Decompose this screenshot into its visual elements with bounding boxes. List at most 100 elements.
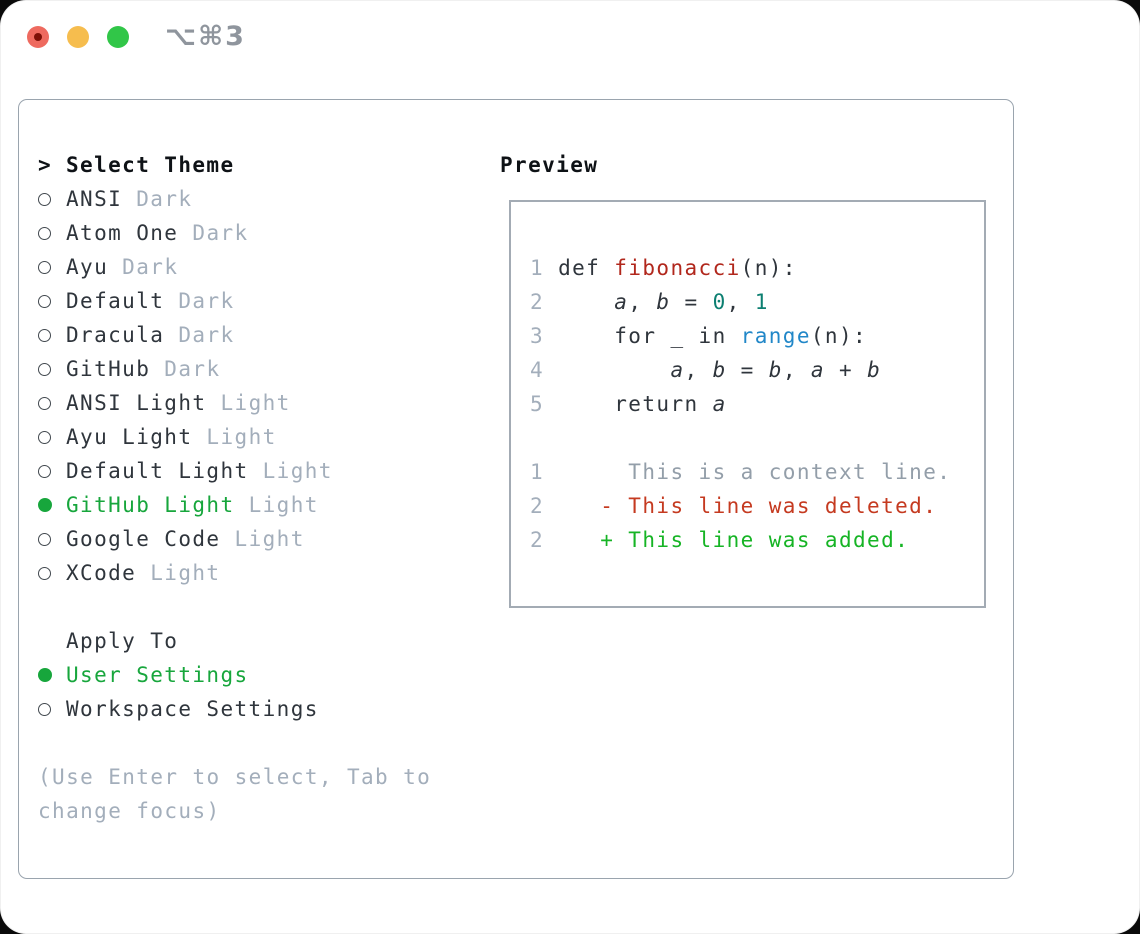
code-token: def (558, 256, 615, 280)
radio-icon (38, 702, 51, 716)
theme-option-ayu-light[interactable]: Ayu Light Light (38, 420, 498, 454)
line-number: 2 (530, 290, 559, 314)
code-line (530, 421, 984, 455)
zoom-button[interactable] (107, 26, 129, 48)
radio-icon (38, 294, 51, 308)
code-token: , (726, 290, 755, 314)
code-token: - This line was deleted. (558, 494, 938, 518)
preview-title: Preview (500, 153, 599, 177)
line-number: 1 (530, 460, 559, 484)
code-token: b (656, 290, 671, 314)
radio-icon (38, 226, 51, 240)
line-number: 2 (530, 528, 559, 552)
radio-icon (38, 328, 51, 342)
line-number: 4 (530, 358, 559, 382)
code-token: , (684, 358, 713, 382)
close-button[interactable] (27, 26, 49, 48)
code-token: 0 (712, 290, 727, 314)
theme-option-label: XCode Light (66, 561, 221, 585)
theme-option-ansi-light[interactable]: ANSI Light Light (38, 386, 498, 420)
theme-option-google-code[interactable]: Google Code Light (38, 522, 498, 556)
code-line: 1 def fibonacci(n): (530, 251, 984, 285)
cursor-caret-icon: > (38, 153, 53, 177)
theme-option-atom-one[interactable]: Atom One Dark (38, 216, 498, 250)
code-token: return (558, 392, 713, 416)
theme-option-default-light[interactable]: Default Light Light (38, 454, 498, 488)
code-token: a (614, 290, 629, 314)
radio-selected-icon (38, 668, 52, 682)
theme-option-label: Ayu Dark (66, 255, 179, 279)
apply-option-workspace-settings[interactable]: Workspace Settings (38, 692, 498, 726)
code-token: b (712, 358, 727, 382)
theme-option-label: Google Code Light (66, 527, 305, 551)
radio-icon (38, 566, 51, 580)
theme-option-label: GitHub Dark (66, 357, 221, 381)
code-line: 3 for _ in range(n): (530, 319, 984, 353)
theme-option-default[interactable]: Default Dark (38, 284, 498, 318)
window-title: ⌥⌘3 (165, 21, 246, 52)
apply-option-label: Workspace Settings (66, 697, 319, 721)
theme-option-ayu[interactable]: Ayu Dark (38, 250, 498, 284)
code-token: range (740, 324, 811, 348)
code-token: 1 (754, 290, 769, 314)
theme-option-label: ANSI Light Light (66, 391, 291, 415)
code-token: b (867, 358, 882, 382)
theme-option-github-light[interactable]: GitHub Light Light (38, 488, 498, 522)
code-token (558, 358, 670, 382)
radio-icon (38, 192, 51, 206)
code-token: + (824, 358, 868, 382)
hint-text-line1: (Use Enter to select, Tab to (38, 765, 432, 789)
theme-option-label: ANSI Dark (66, 187, 193, 211)
radio-icon (38, 532, 51, 546)
code-token: for _ in (558, 324, 741, 348)
code-line: 2 a, b = 0, 1 (530, 285, 984, 319)
radio-icon (38, 362, 51, 376)
code-token: = (670, 290, 713, 314)
theme-option-label: Dracula Dark (66, 323, 235, 347)
code-line: 2 - This line was deleted. (530, 489, 984, 523)
theme-option-label: GitHub Light Light (66, 493, 319, 517)
theme-option-github[interactable]: GitHub Dark (38, 352, 498, 386)
code-token: a (670, 358, 685, 382)
code-token: (n): (810, 324, 868, 348)
theme-option-xcode[interactable]: XCode Light (38, 556, 498, 590)
code-line: 4 a, b = b, a + b (530, 353, 984, 387)
apply-to-title: Apply To (66, 629, 179, 653)
code-token: a (712, 392, 727, 416)
theme-option-ansi[interactable]: ANSI Dark (38, 182, 498, 216)
radio-selected-icon (38, 498, 52, 512)
select-theme-title: Select Theme (66, 153, 235, 177)
code-token: fibonacci (614, 256, 741, 280)
apply-option-label: User Settings (66, 663, 249, 687)
code-line: 2 + This line was added. (530, 523, 984, 557)
radio-icon (38, 430, 51, 444)
code-token: , (628, 290, 657, 314)
theme-option-label: Default Light Light (66, 459, 333, 483)
code-token: (n): (740, 256, 797, 280)
theme-option-label: Atom One Dark (66, 221, 249, 245)
line-number: 3 (530, 324, 559, 348)
apply-option-user-settings[interactable]: User Settings (38, 658, 498, 692)
radio-icon (38, 260, 51, 274)
theme-option-label: Ayu Light Light (66, 425, 277, 449)
theme-option-dracula[interactable]: Dracula Dark (38, 318, 498, 352)
apply-to-header: Apply To (38, 624, 498, 658)
radio-icon (38, 464, 51, 478)
minimize-button[interactable] (67, 26, 89, 48)
radio-icon (38, 396, 51, 410)
line-number: 1 (530, 256, 559, 280)
line-number: 5 (530, 392, 559, 416)
code-token: , (782, 358, 811, 382)
code-token: b (768, 358, 783, 382)
select-theme-header: > Select Theme (38, 148, 498, 182)
code-line: 1 This is a context line. (530, 455, 984, 489)
theme-option-label: Default Dark (66, 289, 235, 313)
code-token: a (810, 358, 825, 382)
hint-text-line2: change focus) (38, 799, 221, 823)
code-token: = (726, 358, 769, 382)
line-number: 2 (530, 494, 559, 518)
